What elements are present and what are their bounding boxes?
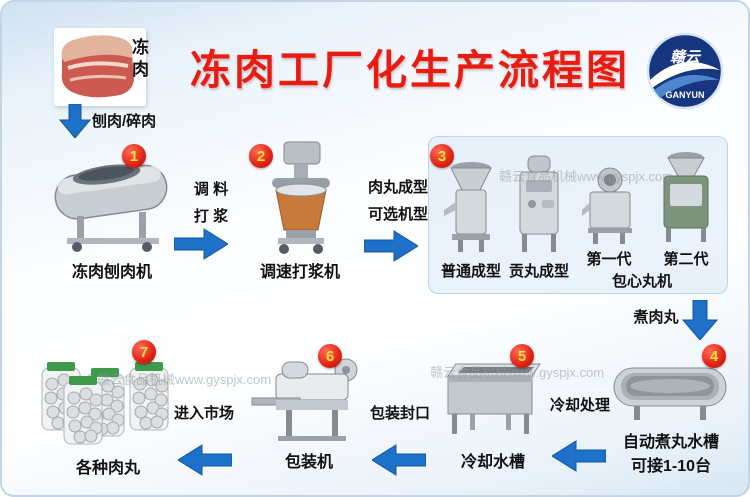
logo-text-cn: 赣云 <box>670 49 702 66</box>
ganyun-logo-image: 赣云 GANYUN <box>646 32 724 110</box>
watermark-text: 赣云食品机械www.gyspjx.com <box>499 169 674 184</box>
label-slice-process: 刨肉/碎肉 <box>92 113 157 130</box>
label-step1: 冻肉刨肉机 <box>71 264 152 281</box>
arrow-right-step1-step2 <box>174 228 228 260</box>
label-gongwan-forming: 贡丸成型 <box>508 263 569 280</box>
arrow-down-step3-step4 <box>682 300 718 340</box>
watermark-text: 赣云食品机械www.gyspjx.com <box>430 365 605 380</box>
label-step6: 包装机 <box>284 454 333 471</box>
machine-image-stuffed-ball-gen1 <box>580 166 638 251</box>
arrow-left-step6-step7 <box>178 444 232 476</box>
machine-image-plain-forming <box>440 158 502 261</box>
label-seasoning-beating: 调 料 打 浆 <box>168 176 254 230</box>
image-meatball-bags <box>40 348 172 451</box>
label-cooling-process: 冷却处理 <box>549 397 610 414</box>
machine-image-packing-machine <box>248 354 370 447</box>
arrow-left-step4-step5 <box>552 440 606 472</box>
label-gen2: 第二代 <box>663 251 709 268</box>
page-title: 冻肉工厂化生产流程图 <box>190 47 630 93</box>
label-step2: 调速打浆机 <box>259 264 340 281</box>
step-badge-2: 2 <box>249 144 273 168</box>
machine-image-boiling-trough <box>612 356 728 429</box>
frozen-meat-illustration <box>61 35 134 98</box>
logo-text-en: GANYUN <box>665 90 704 100</box>
step-badge-6: 6 <box>318 344 342 368</box>
label-step4-line1: 自动煮丸水槽 <box>622 434 719 451</box>
label-stuffed-ball-machine: 包心丸机 <box>611 273 672 290</box>
label-forming-options: 肉丸成型 可选机型 <box>354 174 442 228</box>
label-seasoning: 调 料 <box>193 181 229 198</box>
frozen-meat-label: 冻肉 <box>129 38 148 82</box>
label-beating: 打 浆 <box>193 208 229 225</box>
label-step7: 各种肉丸 <box>75 460 140 477</box>
label-step5: 冷却水槽 <box>460 454 525 471</box>
machine-image-stuffed-ball-gen2 <box>650 150 722 249</box>
label-step4-line2: 可接1-10台 <box>630 458 712 475</box>
machine-image-beater <box>242 138 357 263</box>
arrow-down-meat-to-step1 <box>59 104 91 138</box>
step-badge-3: 3 <box>430 144 454 168</box>
step-badge-1: 1 <box>122 144 146 168</box>
label-pack-seal: 包装封口 <box>369 405 430 422</box>
label-meatball-forming: 肉丸成型 <box>367 179 428 196</box>
label-gen1: 第一代 <box>586 251 632 268</box>
step-badge-4: 4 <box>702 344 726 368</box>
label-boil-meatballs: 煮肉丸 <box>633 309 679 326</box>
step-badge-7: 7 <box>132 340 156 364</box>
machine-image-meat-slicer <box>47 140 177 257</box>
label-optional-models: 可选机型 <box>367 206 428 223</box>
watermark-text: 赣云食品机械www.gyspjx.com <box>97 372 272 387</box>
arrow-right-step2-step3 <box>364 230 418 262</box>
step-badge-5: 5 <box>510 344 534 368</box>
ganyun-logo: 赣云 GANYUN <box>646 32 724 110</box>
label-plain-forming: 普通成型 <box>440 263 501 280</box>
arrow-left-step5-step6 <box>372 444 426 476</box>
frozen-meat-image <box>54 28 146 106</box>
label-enter-market: 进入市场 <box>173 405 234 422</box>
machine-image-gongwan-forming <box>508 152 570 261</box>
